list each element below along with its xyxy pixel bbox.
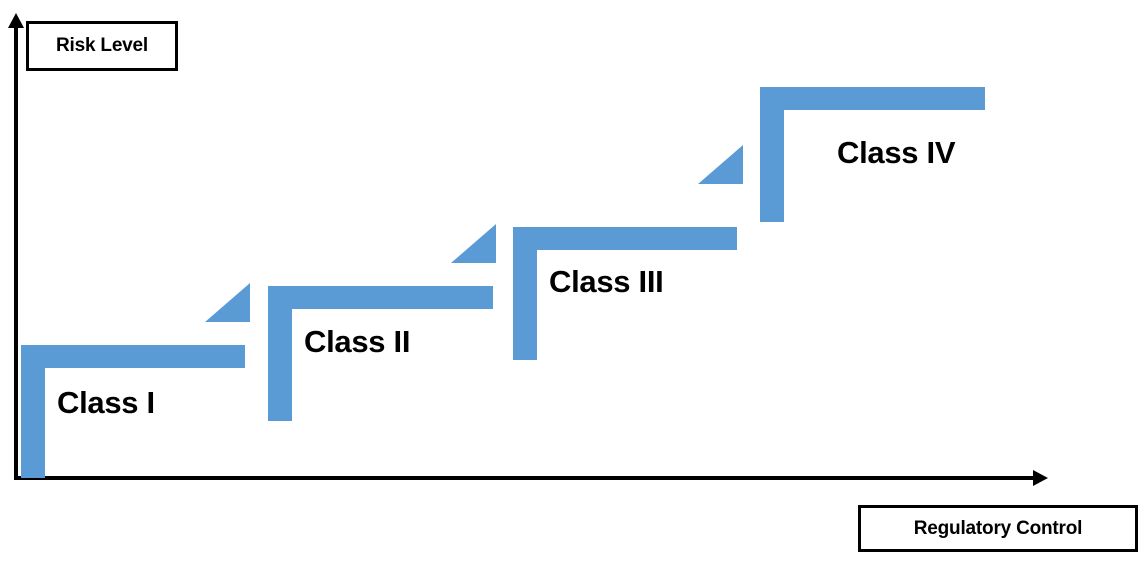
x-axis-label-box: Regulatory Control (858, 505, 1138, 552)
step-class-ii-tread (268, 286, 493, 309)
step-class-iv-tread (760, 87, 985, 110)
step-label-class-ii: Class II (304, 324, 411, 359)
step-label-class-i: Class I (57, 385, 155, 420)
step-class-iii-tread (513, 227, 737, 250)
arrow-up-icon (8, 13, 24, 28)
x-axis-label-text: Regulatory Control (913, 517, 1083, 539)
connector-triangle-2 (451, 224, 496, 263)
step-label-class-iv: Class IV (837, 135, 956, 170)
y-axis-line (14, 22, 18, 480)
arrow-right-icon (1033, 470, 1048, 486)
step-label-class-iii: Class III (549, 264, 664, 299)
x-axis-line (14, 476, 1036, 480)
y-axis-label-box: Risk Level (26, 21, 178, 71)
connector-triangle-3 (698, 145, 743, 184)
y-axis-label-text: Risk Level (56, 35, 148, 56)
step-class-i-tread (21, 345, 245, 368)
connector-triangle-1 (205, 283, 250, 322)
